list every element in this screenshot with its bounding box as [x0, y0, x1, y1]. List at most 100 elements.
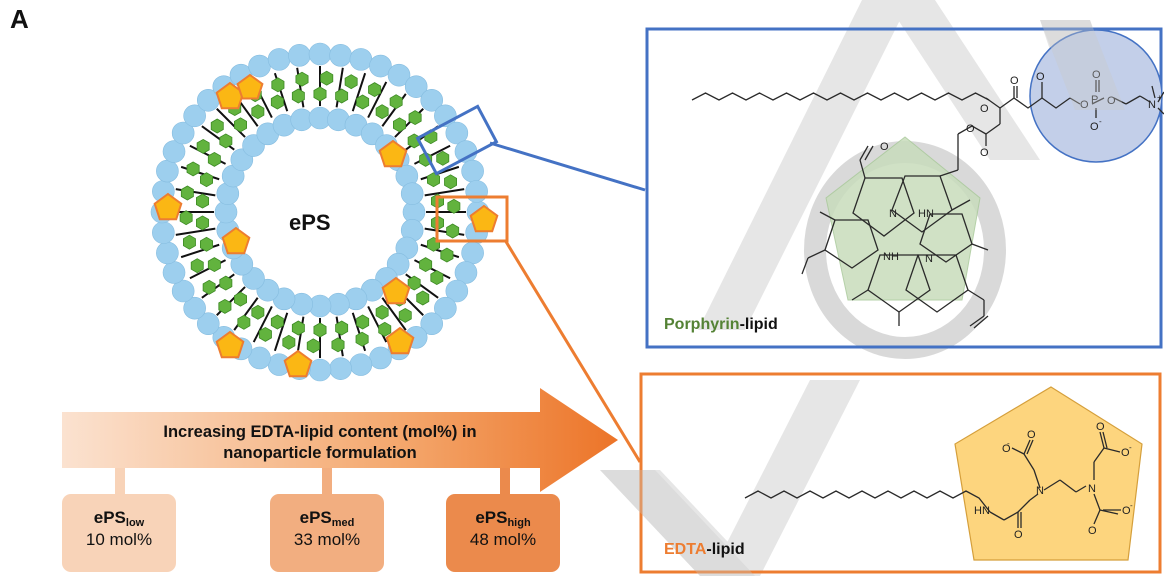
panel-letter: A — [10, 4, 29, 34]
edta-pentagons — [153, 73, 499, 378]
formulation-name: ePSmed — [299, 508, 355, 529]
lipid-head — [369, 54, 392, 78]
porphyrin-hexagon — [389, 94, 403, 110]
atom-hn: HN — [974, 505, 990, 517]
edta-pentagon — [381, 276, 411, 305]
porphyrin-hexagon — [408, 110, 422, 126]
porphyrin-hexagon — [313, 322, 327, 338]
porphyrin-hexagon — [218, 298, 232, 314]
lipid-head — [162, 261, 186, 284]
porphyrin-hexagon — [335, 320, 349, 336]
atom-p: P — [1091, 94, 1098, 106]
edta-pentagon — [385, 326, 415, 355]
formulation-value: 33 mol% — [293, 530, 361, 549]
lipid-head — [329, 44, 352, 67]
box-connector-low — [115, 468, 125, 494]
lipid-head — [196, 312, 220, 336]
lipid-head — [461, 241, 484, 265]
atom-o-1: O — [1002, 443, 1011, 455]
connector-orange — [503, 239, 642, 463]
edta-lipid-caption: EDTA-lipid — [664, 541, 745, 559]
edta-pentagon — [215, 330, 245, 359]
porphyrin-hexagon — [419, 257, 433, 273]
porphyrin-atom-labels: O N HN NH N O O O O O O O O P O - N + — [880, 69, 1162, 265]
lipid-head — [156, 159, 179, 183]
porphyrin-acyl-chain — [691, 92, 990, 101]
zoom-box-porphyrin — [415, 104, 499, 176]
porphyrin-hexagon — [444, 174, 458, 190]
lipid-head — [308, 358, 332, 382]
porphyrin-hexagon — [219, 133, 233, 149]
lipid-word: -lipid — [706, 541, 745, 558]
lipid-tail — [273, 312, 289, 352]
porphyrin-hexagon — [233, 291, 248, 307]
edta-atom-labels: HN N N O O - O O - O O O - — [974, 421, 1133, 541]
lipid-head — [162, 140, 186, 163]
edta-structure — [744, 431, 1121, 528]
formulation-box-high: ePShigh 48 mol% — [446, 494, 560, 572]
porphyrin-hexagon — [295, 71, 309, 87]
charge-minus-p: - — [1099, 117, 1102, 126]
lipid-head — [387, 63, 411, 87]
lipid-head — [369, 346, 392, 370]
porphyrin-hexagon — [207, 151, 221, 167]
lipid-head — [434, 296, 457, 320]
porphyrin-hexagon — [199, 236, 214, 252]
lipid-tail — [381, 297, 407, 331]
porphyrin-hexagon — [320, 70, 334, 86]
porphyrin-lipid-caption: Porphyrin-lipid — [664, 316, 778, 334]
increase-arrow — [62, 388, 618, 492]
lipid-head — [329, 357, 352, 380]
lipid-head — [445, 279, 469, 303]
porphyrin-panel-frame — [645, 27, 1163, 349]
porphyrin-hexagon — [190, 258, 204, 274]
charge-minus-1: - — [1007, 439, 1010, 448]
lipid-head — [445, 121, 469, 145]
edta-yellow-pentagon — [954, 386, 1143, 561]
atom-o-ester4: O — [966, 123, 975, 135]
porphyrin-hexagon — [282, 334, 296, 350]
box-connector-high — [500, 468, 510, 494]
porphyrin-hexagons — [179, 70, 461, 354]
porphyrin-hexagon — [419, 151, 433, 167]
lipid-word: -lipid — [739, 316, 778, 333]
atom-o-phosphate3: O — [1092, 69, 1101, 81]
porphyrin-hexagon — [430, 270, 444, 286]
porphyrin-hexagon — [436, 150, 450, 166]
lipid-head — [248, 54, 271, 78]
atom-hn: HN — [918, 208, 934, 220]
porphyrin-hexagon — [291, 88, 305, 104]
porphyrin-hexagon — [368, 82, 382, 98]
atom-o-3: O — [1121, 447, 1130, 459]
porphyrin-hexagon — [210, 118, 224, 134]
porphyrin-hexagon — [251, 304, 265, 320]
formulation-value: 48 mol% — [469, 530, 537, 549]
porphyrin-hexagon — [440, 247, 454, 263]
edta-pentagon — [378, 139, 408, 168]
porphyrin-hexagon — [182, 234, 196, 250]
lipid-head — [461, 159, 484, 183]
formulation-box-low: ePSlow 10 mol% — [62, 494, 176, 572]
porphyrin-hexagon — [392, 117, 407, 133]
lipid-head — [152, 221, 175, 244]
charge-plus: + — [1157, 93, 1162, 102]
porphyrin-hexagon — [233, 117, 248, 133]
lipid-head — [308, 42, 332, 66]
arrow-caption-line2: nanoparticle formulation — [223, 444, 417, 462]
lipid-head — [183, 104, 206, 128]
lipid-head — [349, 353, 373, 376]
atom-o-minus: O — [1090, 121, 1099, 133]
lipid-head — [156, 241, 179, 265]
lipid-head — [267, 48, 291, 71]
porphyrin-hexagon — [291, 320, 305, 336]
porphyrin-hexagon — [271, 77, 285, 93]
atom-o-amide: O — [1014, 529, 1023, 541]
atom-o-phosphate2: O — [1107, 95, 1116, 107]
porphyrin-hexagon — [195, 215, 210, 231]
lipid-head — [400, 182, 424, 205]
porphyrin-hexagon — [207, 257, 221, 273]
atom-n-2: N — [925, 253, 933, 265]
lipid-tail — [351, 72, 367, 112]
atom-o-phosphate1: O — [1080, 99, 1089, 111]
